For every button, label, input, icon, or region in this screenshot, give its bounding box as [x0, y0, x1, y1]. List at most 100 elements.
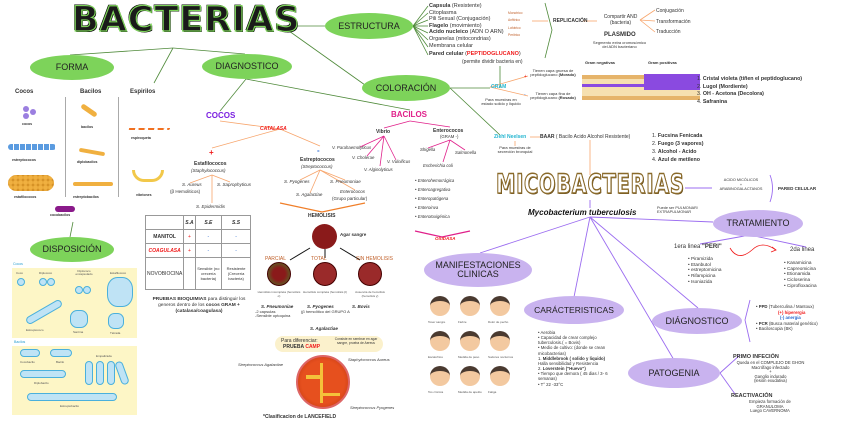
catalasa-negative: - [317, 146, 320, 155]
symptom-icon [460, 331, 480, 351]
node-manifestaciones[interactable]: MANIFESTACIONES CLINICAS [424, 253, 532, 287]
s-pyogenes: S. Pyogenes [284, 179, 310, 184]
ziehl-muestras: Para muestras de secreción bronquial [497, 145, 533, 155]
caracteristica: Halla sensibilidad y Resistencia [538, 360, 599, 366]
reactivacion: REACTIVACIÓN [731, 393, 773, 399]
beta-hemoliticos: (β Hemoliticos) [170, 189, 201, 194]
farmaco: • Etanbutol [688, 261, 711, 267]
farmaco: • Rifampicina [688, 272, 716, 278]
cocos-caption: cocos [22, 122, 33, 126]
vibrio-item: V. Alginolyticus [364, 167, 393, 172]
primera-linea: 1era linea "PERI" [674, 244, 722, 250]
node-tratamiento[interactable]: TRATAMIENTO [713, 210, 803, 237]
ziehl-step: 4. Azul de metileno [652, 156, 700, 163]
espiroqueta-image [128, 126, 170, 130]
farmaco: • Capreomicina [784, 265, 816, 271]
camp-description: Consiste en sembrar en agar sangre, prue… [334, 337, 378, 345]
symptom-label: Fiebre [458, 320, 467, 324]
pcr-item: • PCR (Busca material genético) [756, 320, 818, 326]
s-saprophyticus: S. Saprophyticus [217, 182, 252, 187]
catalasa-label: CATALASA [260, 126, 287, 132]
forma-bacilos-label: Bacilos [80, 89, 102, 95]
hemolisis-title: HEMOLISIS [308, 213, 336, 219]
hemolisis-plate-icon [313, 262, 337, 286]
hemolisis-desc: Ausencia de hemólisis (hemolisis γ) [355, 290, 385, 298]
table-header: S.A [183, 215, 196, 230]
hemolisis-species: S. Bovis [352, 304, 370, 309]
diagnostico-list: • PPD (Tuberculina / Mantoux) (+) hipere… [756, 304, 818, 332]
espiroqueta-caption: espiroqueta [131, 136, 151, 140]
node-forma[interactable]: FORMA [30, 55, 114, 80]
strep-pyogenes-label: Streptococcus Pyogenes [350, 405, 395, 410]
ziehl-step: 3. Alcohol - Acido [652, 148, 697, 155]
mycobacterium-tuberculosis: Mycobacterium tuberculosis [528, 208, 637, 217]
sarcina-label: Sarcina [73, 330, 84, 334]
vibrio-item: V. Cholerae [352, 155, 375, 160]
node-diagnostico-tb[interactable]: DIÁGNOSTICO [652, 308, 742, 334]
estreptococos-caption: estreptococos [12, 158, 36, 162]
estructura-item: Membrana celular [429, 42, 474, 49]
coco-label: Coco [16, 271, 24, 275]
camp-plate-image [296, 355, 350, 409]
grupo-particular: (Grupo particular) [332, 196, 368, 201]
cocos-image [23, 106, 37, 120]
symptom-label: Sudores nocturnos [488, 355, 514, 359]
gram-steps: 1. Cristal violeta (tiñen el peptidogluc… [697, 76, 802, 107]
symptom-label: Medida de peso [458, 355, 480, 359]
anergia: (-) anergia [780, 315, 801, 321]
estafilococos-caption: estafilococos [14, 195, 37, 199]
hemolisis-species: S. Pyogenes [307, 304, 334, 309]
vibrio-label: Vibrio [376, 129, 391, 135]
replicacion-type: Transformación [656, 18, 691, 25]
disposicion-bacilos-title: Bacilos [14, 340, 26, 344]
caracteristica: • Aerobia [538, 330, 556, 335]
gram-plus: + [524, 74, 527, 80]
gram-muestras: Para muestras en estado solido y liquido [481, 97, 521, 107]
farmaco: • Piramizida [688, 256, 713, 261]
farmaco: • Isoniazida [688, 278, 713, 284]
diplococo-label: Diplococo [39, 271, 53, 275]
flagelo-type: Peritrico [508, 32, 521, 37]
disposicion-bacilos-panel: Cocobacilo Bacilo Empalizada Diplobacilo… [12, 346, 137, 415]
node-estructura[interactable]: ESTRUCTURA [325, 13, 413, 39]
farmaco: • Ciprofloxacina [784, 282, 817, 288]
symptom-label: Medida de apetito [458, 390, 482, 394]
estreptobacilos-image [73, 182, 113, 186]
s-aureus: S. Aureus [182, 182, 202, 187]
ecoli-type: • Enteroagregativa [415, 187, 451, 193]
node-diagnostico[interactable]: DIAGNOSTICO [202, 54, 292, 79]
cocos-heading: COCOS [206, 111, 236, 120]
streptococcus-label: (Streptococcus) [301, 164, 333, 169]
node-patogenia[interactable]: PATOGENIA [628, 358, 720, 388]
hemolisis-plate-icon [358, 262, 382, 286]
segmento-label: Segmento extra cromosómico del ADN bacte… [592, 40, 647, 50]
hemolisis-plate-icon [267, 262, 291, 286]
capa-fina: Tienen capa fina de peptidoglucano (Rosa… [530, 91, 576, 101]
symptom-icon [460, 366, 480, 386]
enterococos-gram-neg: Enterococos [433, 128, 464, 134]
capa-gruesa: Tienen capa gruesa de peptidoglucano (Mo… [530, 68, 576, 78]
camp-box: Para diferenciar: PRUEBA CAMP Consiste e… [275, 336, 383, 352]
vibrio-item: V. Parahaemolyticus [332, 145, 372, 150]
gram-label: GRAM [491, 84, 507, 90]
node-disposicion[interactable]: DISPOSICIÓN [30, 237, 114, 262]
estructura-item: Flagelo (movimiento) [429, 22, 482, 29]
forma-divider [118, 97, 119, 197]
enterococos-label: Enterococos [340, 189, 366, 194]
cocobacilos-caption: cocobacilos [50, 213, 71, 217]
estructura-item: Acido nucleico (ADN O ARN) [429, 29, 504, 36]
hemolisis-notes: (β hemolítico del GRUPO A [301, 309, 350, 314]
ecoli-label: Escherichia coli [423, 163, 453, 168]
bacilos-heading: BACILOS [391, 110, 427, 119]
catalasa-positive: + [209, 148, 214, 157]
gram-positivas-label: Gram positivas [648, 60, 677, 65]
lancefield-label: *Clasificacion de LANCEFIELD [263, 414, 337, 420]
disposicion-cocos-title: Cocos [13, 262, 23, 266]
node-caracteristicas[interactable]: CARÁCTERISTICAS [524, 296, 624, 324]
node-coloracion[interactable]: COLORACIÓN [362, 75, 450, 101]
symptom-label: Fatiga [488, 390, 497, 394]
